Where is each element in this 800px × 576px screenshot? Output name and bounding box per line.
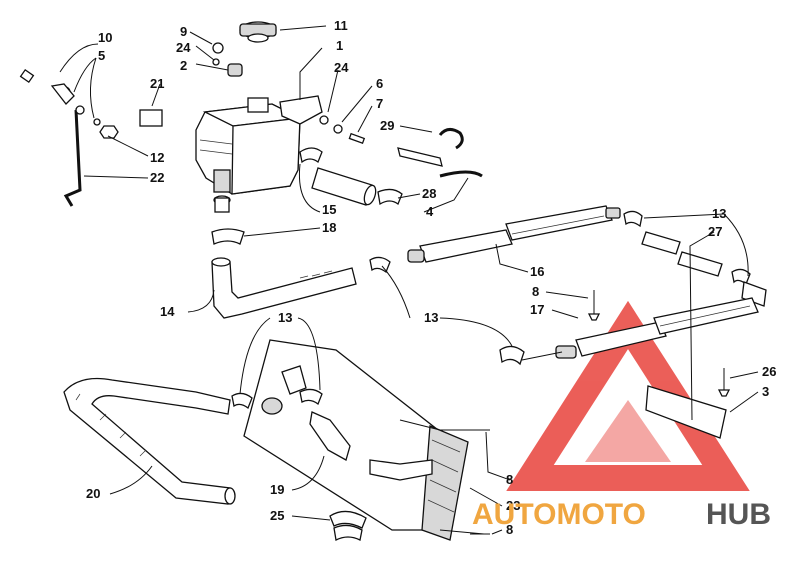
callout-11: 11	[334, 18, 348, 33]
callout-8-mid: 8	[506, 472, 513, 487]
callout-6: 6	[376, 76, 383, 91]
callout-4: 4	[426, 204, 434, 219]
callout-9: 9	[180, 24, 187, 39]
callout-21: 21	[150, 76, 164, 91]
hose-clamp-29	[438, 128, 464, 150]
watermark-text-hub: HUB	[706, 498, 771, 531]
coolant-tank	[195, 103, 303, 213]
radiator-cap	[239, 21, 277, 113]
callout-22: 22	[150, 170, 164, 185]
callout-7: 7	[376, 96, 383, 111]
callout-numbers: 10 5 9 24 2 11 1 24 21 6 7 29 12 22 28 4…	[86, 18, 776, 537]
callout-20: 20	[86, 486, 100, 501]
hose-19	[309, 411, 351, 461]
callout-18: 18	[322, 220, 336, 235]
callout-1: 1	[336, 38, 343, 53]
callout-8-lower: 8	[506, 522, 513, 537]
callout-12: 12	[150, 150, 164, 165]
callout-26: 26	[762, 364, 776, 379]
callout-29: 29	[380, 118, 394, 133]
callout-16: 16	[530, 264, 544, 279]
bracket-3	[645, 385, 727, 439]
callout-19: 19	[270, 482, 284, 497]
callout-3: 3	[762, 384, 769, 399]
clamp-25	[329, 510, 367, 541]
callout-5: 5	[98, 48, 105, 63]
tank-bracket	[279, 95, 323, 125]
decal	[139, 109, 163, 127]
callout-14: 14	[160, 304, 175, 319]
callout-24-right: 24	[334, 60, 349, 75]
watermark-text-automoto: AUTOMOTO	[472, 498, 646, 531]
watermark-text: AUTOMOTO HUB	[472, 498, 771, 531]
callout-8-upper: 8	[532, 284, 539, 299]
callout-24-top: 24	[176, 40, 191, 55]
callout-27: 27	[708, 224, 722, 239]
leader-lines	[59, 25, 759, 535]
callout-25: 25	[270, 508, 284, 523]
hose-14	[211, 257, 357, 319]
callout-13-mid: 13	[424, 310, 438, 325]
heat-exchanger-16	[407, 205, 621, 263]
callout-2: 2	[180, 58, 187, 73]
callout-13-left: 13	[278, 310, 292, 325]
callout-10: 10	[98, 30, 112, 45]
callout-13-top-right: 13	[712, 206, 726, 221]
hose-20	[63, 377, 236, 505]
hose-27	[641, 231, 767, 307]
callout-23: 23	[506, 498, 520, 513]
callout-28: 28	[422, 186, 436, 201]
callout-15: 15	[322, 202, 336, 217]
heat-exchanger-17	[555, 297, 759, 359]
tank-rod	[63, 109, 82, 207]
hose-15	[311, 167, 373, 206]
callout-17: 17	[530, 302, 544, 317]
